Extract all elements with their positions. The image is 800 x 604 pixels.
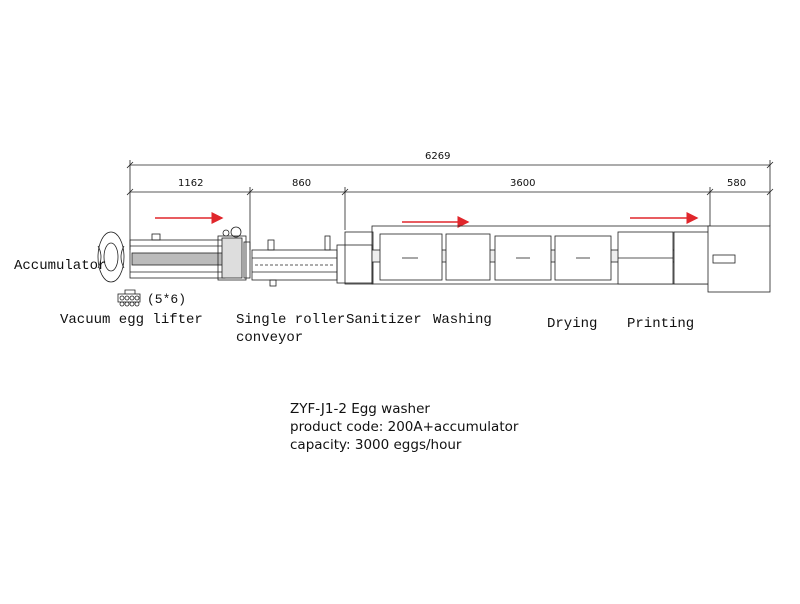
washing-label: Washing bbox=[433, 312, 492, 328]
dimension-1162: 1162 bbox=[178, 178, 204, 189]
product-code-text: product code: 200A+accumulator bbox=[290, 419, 519, 435]
sanitizer-label: Sanitizer bbox=[346, 312, 422, 328]
drying-label: Drying bbox=[547, 316, 598, 332]
lifter-grid-label: (5*6) bbox=[147, 292, 187, 307]
dimension-580: 580 bbox=[727, 178, 747, 189]
capacity-text: capacity: 3000 eggs/hour bbox=[290, 437, 462, 453]
accumulator-machine bbox=[97, 231, 125, 283]
roller-conveyor-label-line2: conveyor bbox=[236, 330, 304, 346]
dimension-lines bbox=[126, 160, 774, 250]
printing-label: Printing bbox=[627, 316, 695, 332]
flow-arrows bbox=[155, 212, 699, 228]
dimension-860: 860 bbox=[292, 178, 312, 189]
main-line-machine bbox=[336, 225, 771, 293]
vacuum-lifter-label: Vacuum egg lifter bbox=[60, 312, 203, 328]
dimension-3600: 3600 bbox=[510, 178, 536, 189]
roller-conveyor-machine bbox=[251, 235, 338, 287]
dimension-total: 6269 bbox=[425, 151, 451, 162]
vacuum-lifter-machine bbox=[117, 226, 251, 307]
roller-conveyor-label-line1: Single roller bbox=[236, 312, 346, 328]
model-text: ZYF-J1-2 Egg washer bbox=[290, 401, 430, 417]
accumulator-label: Accumulator bbox=[14, 258, 107, 274]
